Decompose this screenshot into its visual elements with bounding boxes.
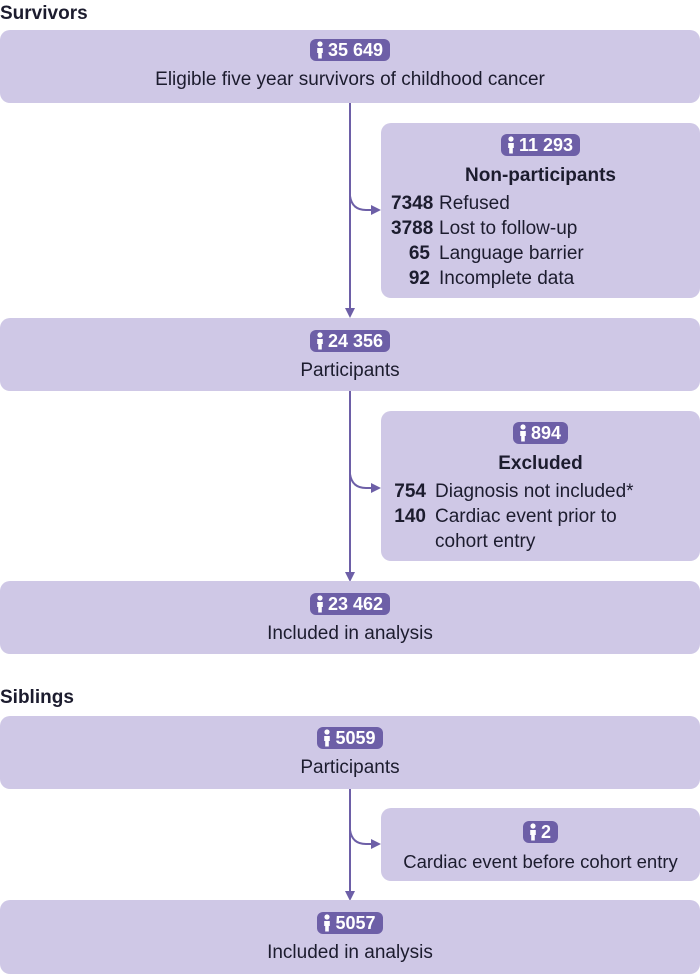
participants-box: 24 356 Participants [0,318,700,391]
reason-count: 754 [394,481,426,502]
person-icon [528,823,538,841]
excluded-box: 894 Excluded 754 Diagnosis not included*… [381,411,700,561]
reason-count: 7348 [391,193,434,214]
count-value: 894 [530,423,562,443]
person-icon [322,729,332,747]
reason-label: Language barrier [439,243,584,264]
sibling-excluded-box: 2 Cardiac event before cohort entry [381,808,700,881]
count-badge: 5057 [317,912,383,934]
reason-row: 754 Diagnosis not included* [391,479,700,504]
reason-count: 92 [408,268,430,289]
reason-label: Refused [439,193,510,214]
count-badge: 24 356 [309,330,391,352]
count-value: 23 462 [327,594,384,614]
box-label: Participants [300,360,400,381]
arrow-to-non-participants [349,195,381,215]
reason-label: Cardiac event prior to cohort entry [435,506,617,552]
arrow-to-excluded [349,473,381,493]
count-value: 2 [540,822,551,842]
reason-row: 65 Language barrier [391,241,700,266]
count-value: 24 356 [327,331,384,351]
reason-row: 92 Incomplete data [391,266,700,291]
section-title-survivors: Survivors [0,3,88,24]
box-label: Eligible five year survivors of childhoo… [155,69,545,90]
non-participants-box: 11 293 Non-participants 7348 Refused 378… [381,123,700,298]
reason-label: Incomplete data [439,268,575,289]
person-icon [315,332,325,350]
person-icon [315,595,325,613]
box-label: Cardiac event before cohort entry [403,851,678,872]
reason-list: 754 Diagnosis not included* 140 Cardiac … [381,479,700,554]
person-icon [518,424,528,442]
box-title: Non-participants [465,165,616,186]
arrow-to-sibling-excluded [349,829,381,849]
box-label: Included in analysis [267,623,433,644]
sibling-participants-box: 5059 Participants [0,716,700,789]
reason-row: 7348 Refused [391,191,700,216]
included-box: 23 462 Included in analysis [0,581,700,654]
reason-count: 65 [408,243,430,264]
person-icon [506,136,516,154]
person-icon [315,41,325,59]
box-label: Participants [300,757,400,778]
count-badge: 35 649 [309,39,391,61]
count-badge: 894 [512,422,569,444]
person-icon [322,914,332,932]
count-badge: 23 462 [309,593,391,615]
reason-label: Lost to follow-up [439,218,578,239]
count-value: 5059 [335,728,376,748]
reason-row: 140 Cardiac event prior to cohort entry [391,504,700,554]
reason-label: Diagnosis not included* [435,481,634,502]
count-badge: 5059 [317,727,383,749]
count-value: 11 293 [518,135,574,155]
section-title-siblings: Siblings [0,687,74,708]
count-value: 5057 [335,913,376,933]
count-badge: 11 293 [500,134,581,156]
box-label: Included in analysis [267,942,433,963]
count-badge: 2 [522,821,558,843]
reason-row: 3788 Lost to follow-up [391,216,700,241]
reason-list: 7348 Refused 3788 Lost to follow-up 65 L… [381,191,700,291]
reason-count: 140 [394,506,426,527]
box-title: Excluded [498,453,583,474]
eligible-box: 35 649 Eligible five year survivors of c… [0,30,700,103]
sibling-included-box: 5057 Included in analysis [0,900,700,974]
count-value: 35 649 [327,40,384,60]
reason-count: 3788 [391,218,434,239]
